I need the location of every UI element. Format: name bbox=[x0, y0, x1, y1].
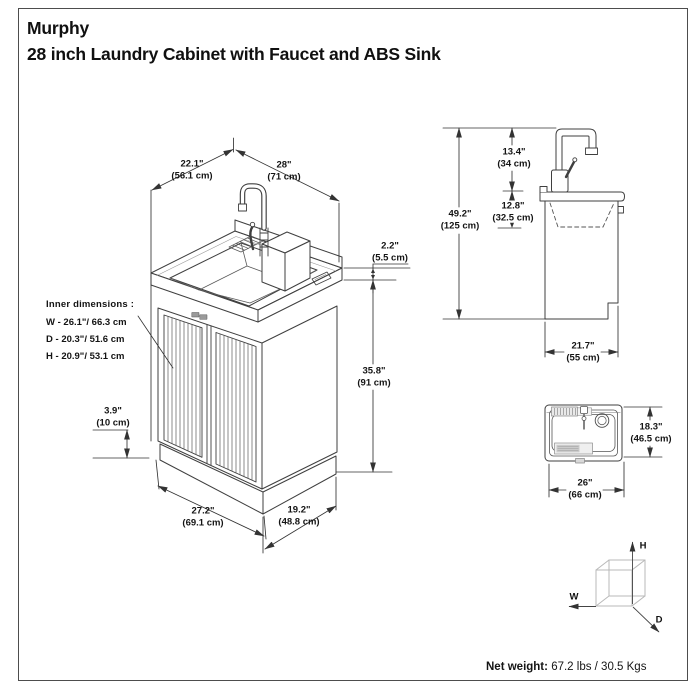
top-view-drawing bbox=[544, 404, 623, 464]
left-door bbox=[163, 314, 203, 458]
side-drain-stub bbox=[617, 206, 624, 214]
dim-line-28 bbox=[235, 149, 340, 202]
right-door bbox=[215, 332, 257, 483]
inner-dim-height: H - 20.9"/ 53.1 cm bbox=[46, 351, 125, 362]
w-axis-label: W bbox=[569, 591, 579, 603]
dim-base-width: 27.2" (69.1 cm) bbox=[182, 505, 224, 529]
d-axis-label: D bbox=[655, 614, 663, 626]
dim-toe-kick: 3.9" (10 cm) bbox=[96, 405, 130, 429]
top-faucet bbox=[580, 406, 588, 430]
side-faucet-lever bbox=[564, 159, 576, 179]
side-backsplash bbox=[539, 186, 548, 193]
top-drain-inner bbox=[597, 415, 607, 426]
left-door-slats bbox=[167, 315, 201, 457]
page-title: Murphy 28 inch Laundry Cabinet with Fauc… bbox=[27, 15, 441, 67]
dim-faucet-height: 13.4" (34 cm) bbox=[497, 146, 531, 170]
spout-tip bbox=[238, 203, 247, 212]
front-view-dim-lines bbox=[92, 137, 411, 554]
door-pull-right bbox=[199, 314, 208, 320]
dim-overall-height: 49.2" (125 cm) bbox=[440, 208, 480, 232]
side-view-drawing bbox=[539, 128, 625, 320]
d-axis-arrow bbox=[632, 606, 660, 633]
dim-line-22-1 bbox=[151, 149, 234, 191]
net-weight-value: 67.2 lbs / 30.5 Kgs bbox=[551, 661, 647, 673]
top-washboard bbox=[554, 442, 593, 455]
side-counter bbox=[539, 191, 625, 202]
dim-counter-thickness: 2.2" (5.5 cm) bbox=[372, 240, 408, 264]
dim-sink-depth-top: 18.3" (46.5 cm) bbox=[630, 421, 672, 445]
faucet-shelf-box bbox=[261, 231, 311, 292]
dim-body-height: 35.8" (91 cm) bbox=[357, 365, 391, 389]
brand-name: Murphy bbox=[27, 18, 89, 38]
top-view-dim-lines bbox=[548, 406, 663, 498]
product-name: 28 inch Laundry Cabinet with Faucet and … bbox=[27, 44, 441, 64]
dim-sink-depth-side: 12.8" (32.5 cm) bbox=[492, 200, 534, 224]
inner-dims-leader bbox=[137, 315, 174, 369]
soap-grate bbox=[228, 235, 264, 253]
counter-slot bbox=[311, 271, 332, 286]
inner-dimensions-title: Inner dimensions : bbox=[46, 299, 135, 310]
dim-overall-depth: 21.7" (55 cm) bbox=[566, 340, 600, 364]
right-door-slats bbox=[219, 333, 253, 481]
dim-base-depth: 19.2" (48.8 cm) bbox=[278, 504, 320, 528]
axis-cube-axes bbox=[568, 541, 660, 633]
inner-dim-depth: D - 20.3"/ 51.6 cm bbox=[46, 334, 125, 345]
net-weight: Net weight: 67.2 lbs / 30.5 Kgs bbox=[486, 661, 646, 673]
inner-dim-width: W - 26.1"/ 66.3 cm bbox=[46, 317, 127, 328]
top-badge bbox=[575, 458, 585, 464]
door-pull-left bbox=[191, 312, 200, 318]
front-view-drawing bbox=[150, 183, 343, 515]
side-faucet bbox=[551, 128, 598, 193]
inner-dimensions-block: Inner dimensions : W - 26.1"/ 66.3 cm D … bbox=[46, 299, 134, 365]
dim-sink-width-top: 26" (66 cm) bbox=[568, 477, 602, 501]
net-weight-label: Net weight: bbox=[486, 661, 548, 673]
axis-cube-drawing bbox=[595, 559, 646, 607]
side-view-dim-lines bbox=[442, 127, 619, 358]
top-drain-outer bbox=[594, 413, 610, 428]
counter-top bbox=[150, 230, 343, 311]
dim-top-depth: 22.1" (56.1 cm) bbox=[171, 158, 213, 182]
dim-top-width: 28" (71 cm) bbox=[267, 159, 301, 183]
h-axis-label: H bbox=[639, 540, 647, 552]
